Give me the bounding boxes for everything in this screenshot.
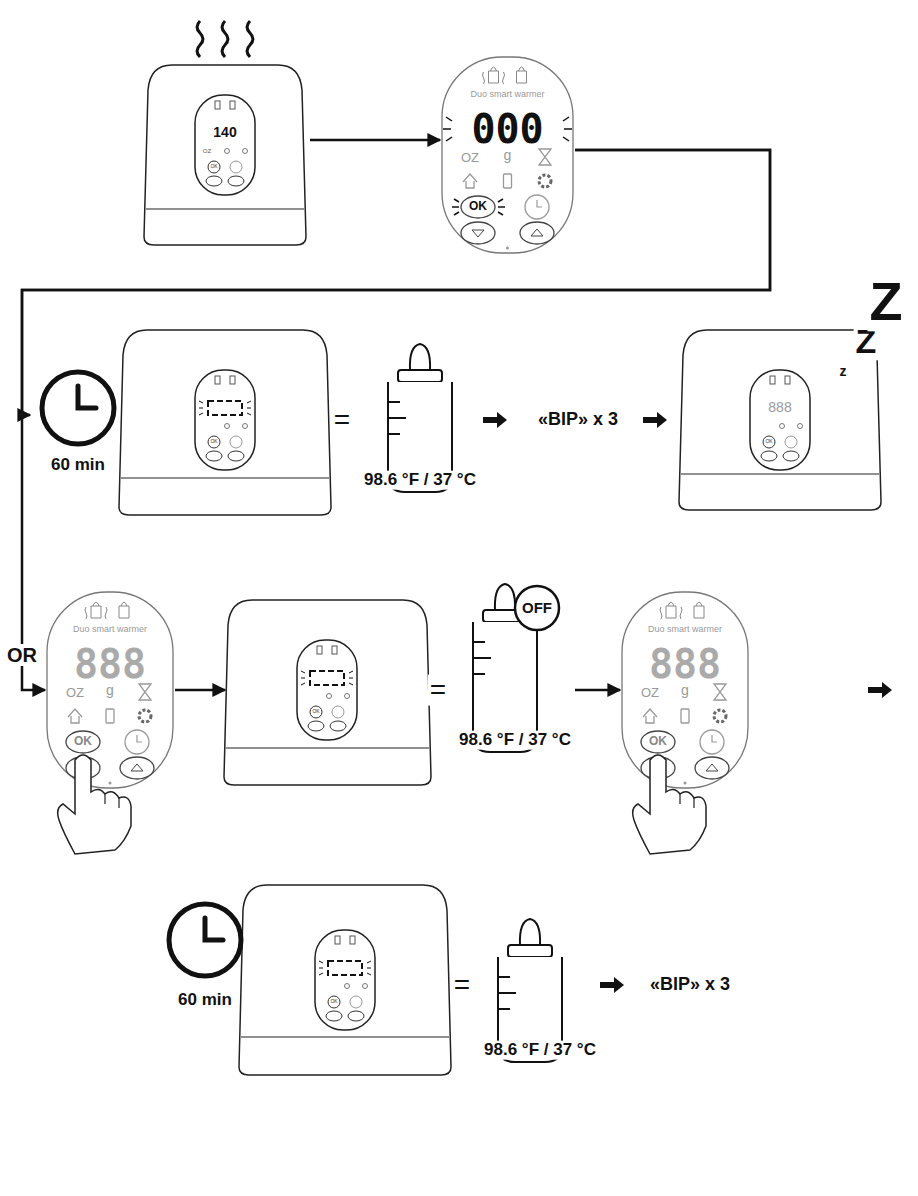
panel-text: Duo smart warmer: [648, 625, 722, 635]
baby-bottle: 98.6 °F / 37 °C: [355, 340, 485, 500]
display-digits: 888: [649, 642, 721, 686]
bottle-nipple: [520, 919, 540, 945]
clock-icon: [169, 904, 241, 976]
flow-arrow: [643, 412, 667, 428]
panel-text: OFF: [522, 600, 552, 617]
panel-text: g: [681, 683, 689, 698]
warmer-body: [679, 330, 881, 510]
panel-text: Duo smart warmer: [470, 90, 544, 100]
flow-label: «BIP» x 3: [648, 975, 732, 995]
panel-text: OK: [330, 999, 337, 1005]
node-outline: [680, 320, 880, 515]
panel-text: 60 min: [51, 456, 105, 475]
baby-bottle: 98.6 °F / 37 °C: [480, 915, 600, 1070]
flow-arrow: [868, 682, 892, 698]
panel-text: OK: [74, 735, 92, 748]
flow-label: =: [332, 405, 352, 436]
node-outline: [160, 880, 450, 1080]
bottle-warmer: OK: [225, 595, 430, 790]
panel-text: OK: [649, 735, 667, 748]
sleep-mark: z: [838, 364, 849, 379]
flow-connector: [575, 689, 620, 692]
flow-label: «BIP» x 3: [536, 410, 620, 430]
bottle-warmer: 60 min OK: [160, 880, 450, 1080]
panel-text: OZ: [203, 148, 211, 155]
pointing-hand: [58, 755, 131, 854]
panel-text: 60 min: [178, 991, 232, 1010]
clock-icon: [42, 372, 114, 444]
panel-text: g: [504, 148, 512, 163]
temperature-label: 98.6 °F / 37 °C: [362, 471, 478, 490]
flow-label: OR: [5, 644, 39, 666]
bottle-nipple: [495, 584, 515, 610]
panel-text: OK: [210, 164, 217, 170]
control-panel: [622, 592, 748, 788]
panel-text: OK: [765, 439, 772, 445]
display-digits: 000: [471, 107, 543, 151]
temperature-label: 98.6 °F / 37 °C: [482, 1041, 598, 1060]
flow-connector: [310, 139, 440, 142]
panel-text: OK: [312, 709, 319, 715]
control-panel: [47, 592, 173, 788]
panel-text: 140: [213, 125, 236, 140]
bottle-warmer: 888OK: [680, 320, 880, 515]
panel-text: 888: [768, 400, 791, 415]
panel-text: OZ: [641, 686, 659, 700]
off-badge: [515, 586, 559, 630]
panel-text: OK: [469, 200, 487, 213]
warmer-body: [224, 600, 431, 785]
pointing-hand: [633, 755, 706, 854]
steam: [247, 21, 253, 57]
panel-text: Duo smart warmer: [73, 625, 147, 635]
flow-label: =: [452, 970, 472, 1001]
sleep-mark: Z: [868, 272, 905, 331]
panel-text: OZ: [461, 151, 479, 165]
node-outline: [225, 595, 430, 790]
bottle-warmer: 140OZ OK: [140, 15, 310, 250]
display-digits: 888: [74, 642, 146, 686]
warmer-body: [119, 330, 331, 515]
warmer-body: [144, 65, 306, 245]
control-panel: Duo smart warmer 888OZ gOK: [620, 590, 750, 790]
panel-text: g: [106, 683, 114, 698]
node-outline: [30, 320, 330, 520]
baby-bottle: OFF 98.6 °F / 37 °C: [455, 580, 575, 760]
steam: [197, 21, 203, 57]
control-panel: Duo smart warmer 888OZ gOK: [45, 590, 175, 790]
flow-connector: [175, 689, 225, 692]
control-panel: [442, 57, 573, 253]
flow-label: =: [428, 675, 448, 706]
warmer-body: [239, 885, 451, 1075]
flow-arrow: [600, 977, 624, 993]
steam: [222, 21, 228, 57]
temperature-label: 98.6 °F / 37 °C: [457, 731, 573, 750]
bottle-nipple: [410, 344, 430, 370]
bottle-warmer: 60 min OK: [30, 320, 330, 520]
flow-arrow: [483, 412, 507, 428]
control-panel: Duo smart warmer 000OZ gOK: [440, 55, 575, 255]
panel-text: OK: [210, 439, 217, 445]
panel-text: OZ: [66, 686, 84, 700]
